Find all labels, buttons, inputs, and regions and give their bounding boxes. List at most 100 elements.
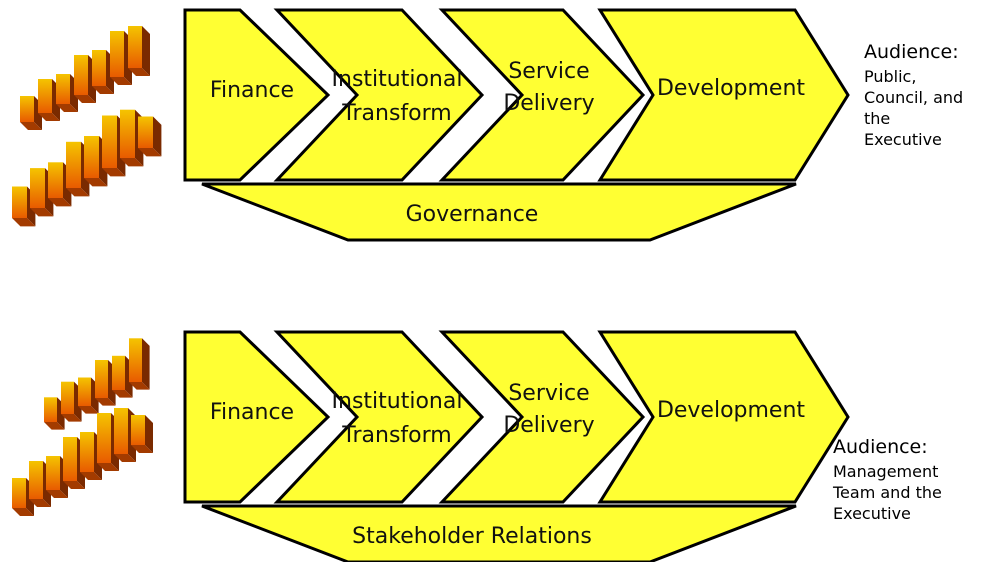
bar (120, 109, 135, 158)
chevron-stage-4 (597, 330, 850, 504)
bar (110, 31, 124, 77)
bar-base (78, 406, 99, 414)
bar (92, 50, 106, 86)
base-bar-label: Governance (406, 202, 539, 227)
stage-label: Service (508, 381, 589, 406)
bar-base (112, 390, 133, 398)
audience-text-1: Public, Council, and the Executive (864, 66, 963, 150)
bar (80, 432, 94, 472)
bar-depth (153, 116, 162, 157)
bar-base (12, 508, 34, 516)
bar (29, 461, 43, 499)
bar (66, 141, 81, 188)
clipart-bars-bottom-2 (12, 408, 153, 516)
bar (12, 186, 27, 218)
audience-line: Team and the (833, 483, 942, 502)
bar (128, 26, 142, 68)
bar-base (20, 122, 42, 130)
stage-label: Delivery (503, 413, 594, 438)
bar-base (63, 481, 85, 489)
bar (30, 168, 45, 208)
bar-base (110, 77, 132, 85)
audience-line: Council, and (864, 88, 964, 107)
bar (78, 377, 91, 406)
stage-label: Finance (210, 78, 294, 103)
bar (138, 116, 153, 148)
bar (12, 478, 26, 508)
bar-base (80, 472, 102, 480)
base-bar-label: Stakeholder Relations (352, 524, 592, 549)
audience-line: Executive (864, 130, 942, 149)
bar (102, 115, 117, 168)
audience-line: Public, (864, 67, 917, 86)
clipart-bars-bottom-1 (44, 338, 150, 430)
bar-base (120, 158, 144, 167)
stage-label: Service (508, 59, 589, 84)
bar-base (128, 68, 150, 76)
stage-label: Development (657, 76, 805, 101)
audience-heading-2: Audience: (833, 436, 928, 458)
chevron-stage-1 (183, 330, 331, 504)
bar-base (44, 422, 65, 430)
chevron-stage-2 (273, 8, 485, 182)
base-bar (201, 182, 797, 242)
bar (129, 338, 142, 382)
bar-base (29, 499, 51, 507)
chevron-stage-3 (438, 330, 646, 504)
bar-depth (142, 26, 150, 76)
bar-base (66, 188, 90, 197)
bar (114, 408, 128, 454)
bar (38, 79, 52, 113)
bar (63, 437, 77, 481)
bar (48, 162, 63, 198)
bar (95, 360, 108, 398)
bar-depth (142, 338, 150, 390)
bar-base (138, 148, 162, 157)
audience-line: Management (833, 462, 939, 481)
stage-label: Transform (341, 101, 451, 126)
stage-label: Finance (210, 400, 294, 425)
bar-base (56, 104, 78, 112)
audience-line: the (864, 109, 891, 128)
bar-depth (145, 415, 153, 453)
bar-base (84, 178, 108, 187)
stage-label: Institutional (332, 389, 463, 414)
bar-base (38, 113, 60, 121)
stage-label: Transform (341, 423, 451, 448)
bar (131, 415, 145, 445)
bar-base (61, 414, 82, 422)
bar-base (12, 218, 36, 227)
bar-base (129, 382, 150, 390)
bar-base (30, 208, 54, 217)
bar-base (46, 490, 68, 498)
bar (56, 74, 70, 104)
chevron-stage-2 (273, 330, 485, 504)
bar-base (48, 198, 72, 207)
bar (44, 397, 57, 422)
chevron-stage-4 (597, 8, 850, 182)
bar-base (97, 463, 119, 471)
chevron-stage-1 (183, 8, 331, 182)
bar-base (74, 95, 96, 103)
bar-base (102, 168, 126, 177)
stage-label: Institutional (332, 67, 463, 92)
bar (84, 136, 99, 178)
audience-line: Executive (833, 504, 911, 523)
audience-text-2: Management Team and the Executive (833, 461, 942, 524)
bar (61, 381, 74, 414)
stage-label: Delivery (503, 91, 594, 116)
bar (20, 96, 34, 122)
audience-heading-1: Audience: (864, 41, 959, 63)
bar (97, 413, 111, 463)
bar-base (131, 445, 153, 453)
stage-label: Development (657, 398, 805, 423)
chevron-stage-3 (438, 8, 646, 182)
bar (112, 355, 125, 390)
bar (74, 55, 88, 95)
bar-base (114, 454, 136, 462)
bar-base (92, 86, 114, 94)
